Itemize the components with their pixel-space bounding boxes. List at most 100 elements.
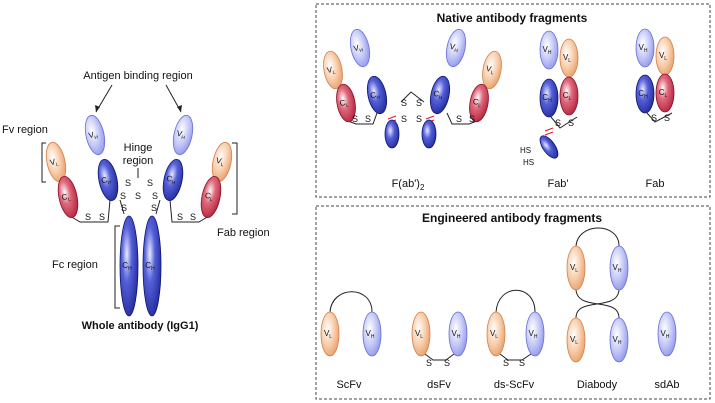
fab2-ch1-right-shape — [429, 75, 451, 115]
igg-hinge-s1: S — [125, 178, 131, 188]
fab2-vh-left: VH — [349, 28, 371, 68]
fab2-hinge-left-shape — [384, 119, 400, 149]
fabp-cl: CL — [559, 76, 579, 116]
fab-ch1: CH — [635, 74, 655, 114]
fab2-vh-right-shape — [445, 28, 467, 68]
fabp-ss-s1: S — [555, 118, 561, 128]
fab-cl-label: CL — [659, 88, 668, 99]
fab2-ss-link-right — [446, 112, 478, 125]
diabody-vh-top-shape — [609, 245, 629, 291]
igg-hinge-s7: S — [151, 203, 157, 213]
igg-hinge-s4: S — [135, 191, 141, 201]
sdab-vh-label: VH — [661, 329, 670, 340]
dsfv-vh-shape — [448, 311, 468, 357]
ds-scfv-label: ds-ScFv — [494, 379, 535, 391]
antigen-arrowhead-left — [95, 105, 100, 112]
fabp-ss-s2: S — [568, 118, 574, 128]
fabp-vl: VL — [559, 38, 579, 78]
fabp-hs-bottom: HS — [523, 158, 534, 167]
igg-ch1-left-shape — [97, 158, 119, 202]
igg-vh-right: VH — [172, 114, 194, 156]
dsfv-vl-label: VL — [415, 329, 423, 340]
fab2-ss-left-s2: S — [365, 114, 371, 124]
dsfv-ss-s2: S — [444, 358, 450, 368]
igg-cl-right: CL — [200, 175, 222, 219]
fc-region-bracket — [114, 225, 120, 309]
igg-hinge-s3: S — [120, 191, 126, 201]
hinge-region-label-line2: region — [123, 155, 154, 167]
igg-cl-right-shape — [200, 175, 222, 219]
diabody-vh-bottom-label: VH — [613, 335, 622, 346]
fab2-cl-left-label: CL — [339, 98, 350, 110]
igg-vl-right-label: VL — [215, 156, 225, 168]
diabody-vh-bottom-shape — [609, 317, 629, 363]
dsfv-vl-shape — [411, 311, 431, 357]
igg-cl-right-label: CL — [204, 191, 215, 204]
dsfv-vh: VH — [448, 311, 468, 357]
fab2-vl-right: VL — [482, 50, 502, 90]
fab2-ch1-right-label: CH — [432, 89, 444, 102]
fab2-cl-right: CL — [469, 83, 489, 123]
dsfv-vh-label: VH — [452, 329, 461, 340]
dsscfv-vh-label: VH — [529, 329, 538, 340]
igg-hinge-link-r — [155, 199, 161, 215]
diabody-vl-top-label: VL — [570, 263, 578, 274]
fab-ch1-shape — [635, 74, 655, 114]
fab-region-bracket — [232, 142, 238, 215]
antigen-arrowhead-right — [177, 105, 182, 112]
dsfv-label: dsFv — [427, 379, 451, 391]
fab2-core-s3: S — [401, 114, 407, 124]
hinge-region-label-line1: Hinge — [124, 142, 153, 154]
fabp-ch1-label: CH — [542, 93, 552, 104]
fab-ch1-label: CH — [638, 89, 648, 100]
diabody-vl-bottom-shape — [566, 317, 586, 363]
fab-ss-s2: S — [664, 113, 670, 123]
f-ab2-label: F(ab')2 — [392, 178, 425, 192]
fab-vl-label: VL — [659, 51, 667, 62]
diabody-vl-top: VL — [566, 245, 586, 291]
dsscfv-vl-shape — [486, 311, 506, 357]
fabp-ss-link — [550, 116, 578, 129]
scfv-vh-label: VH — [366, 329, 375, 340]
igg-cl-left-shape — [57, 175, 79, 219]
fab2-ss-right-s1: S — [456, 114, 462, 124]
fab-ss-s1: S — [651, 113, 657, 123]
fab2-core-s2: S — [416, 98, 422, 108]
igg-vl-left-label: VL — [49, 157, 59, 169]
igg-ch1-right-shape — [162, 158, 184, 202]
scfv-vh: VH — [362, 311, 382, 357]
fab-prime-label: Fab' — [547, 178, 568, 190]
scfv-vl-shape — [320, 311, 340, 357]
fab2-core-s4: S — [416, 114, 422, 124]
diabody-vh-top: VH — [609, 245, 629, 291]
igg-vl-left: VL — [45, 141, 67, 183]
fab2-ch1-left-shape — [366, 75, 388, 115]
diabody-vh-bottom: VH — [609, 317, 629, 363]
fabp-vl-label: VL — [563, 53, 571, 64]
fab2-core-s1: S — [401, 98, 407, 108]
fab2-hinge-right-shape — [421, 119, 437, 149]
fab2-vl-right-label: VL — [485, 64, 495, 76]
igg-vh-right-label: VH — [175, 129, 186, 142]
fab2-vh-left-label: VH — [353, 43, 364, 56]
fabp-hs-top: HS — [520, 146, 531, 155]
igg-vh-left: VH — [84, 114, 106, 156]
fab-vh: VH — [635, 28, 655, 68]
igg-ch1-right-label: CH — [165, 174, 177, 187]
igg-fc-left-label: CH — [122, 261, 132, 272]
dsscfv-vl-label: VL — [490, 329, 498, 340]
sdab-vh: VH — [657, 311, 677, 357]
igg-ss-right-chain-s2: S — [190, 212, 196, 222]
scfv-label: ScFv — [336, 379, 362, 391]
fabp-cut-b — [544, 131, 554, 136]
fabp-cut-a — [544, 127, 554, 132]
igg-fc-right-shape — [142, 215, 162, 317]
igg-hinge-s6: S — [121, 203, 127, 213]
igg-ss-left-chain-s1: S — [85, 212, 91, 222]
fabp-hinge-shape — [539, 135, 559, 159]
fabp-ch1: CH — [539, 78, 559, 118]
dsscfv-vl: VL — [486, 311, 506, 357]
fab2-vl-left-label: VL — [326, 65, 336, 77]
